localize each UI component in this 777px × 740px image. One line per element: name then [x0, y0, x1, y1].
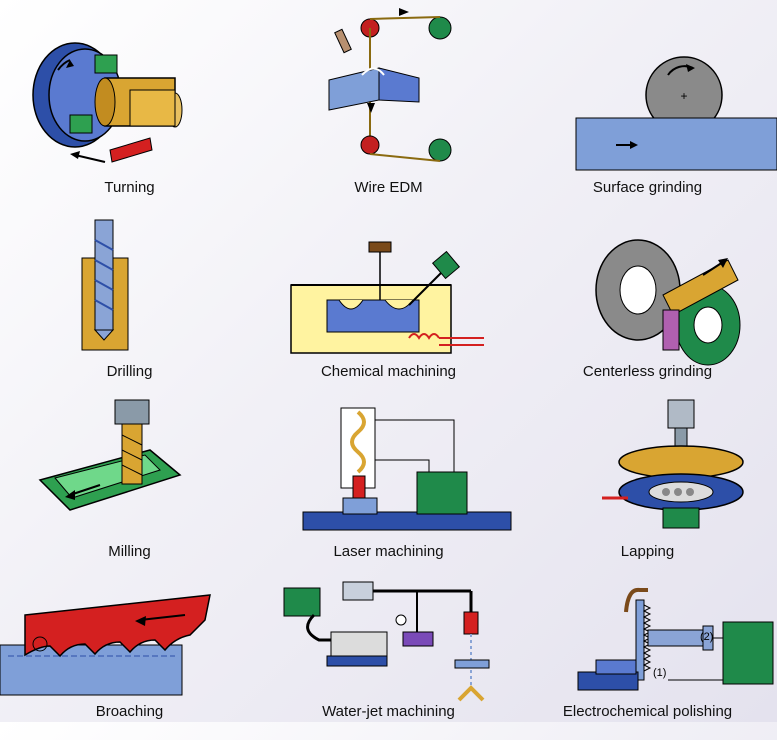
water-jet-machining-panel: Water-jet machining	[259, 560, 518, 740]
process-label: Turning	[104, 179, 155, 196]
process-label: Milling	[108, 543, 151, 560]
process-label: Broaching	[95, 703, 164, 720]
process-label: Water-jet machining	[322, 703, 455, 720]
process-label: Centerless grinding	[582, 363, 713, 380]
process-label: Laser machining	[333, 543, 444, 560]
annotation-2: (2)	[700, 631, 713, 643]
process-label: Lapping	[620, 543, 675, 560]
drilling-illustration	[81, 219, 129, 351]
wire-edm-illustration	[328, 8, 452, 162]
electrochemical-polishing-illustration: (2) (1)	[577, 587, 774, 691]
drilling-panel: Drilling	[0, 200, 259, 380]
turning-illustration	[32, 42, 183, 163]
water-jet-machining-illustration	[283, 581, 490, 702]
process-label: Drilling	[106, 363, 153, 380]
surface-grinding-illustration: +	[575, 56, 777, 171]
laser-machining-illustration	[302, 407, 512, 531]
lapping-illustration	[602, 399, 744, 529]
process-label: Surface grinding	[592, 179, 703, 196]
chemical-machining-panel: Chemical machining	[259, 200, 518, 380]
chemical-machining-illustration	[290, 241, 484, 354]
lapping-panel: Lapping	[518, 380, 777, 560]
process-label: Wire EDM	[354, 179, 423, 196]
electrochemical-polishing-panel: (2) (1) Electrochemical polishing	[518, 560, 777, 740]
wire-edm-panel: Wire EDM	[259, 0, 518, 196]
centerless-grinding-illustration	[595, 239, 741, 366]
laser-machining-panel: Laser machining	[259, 380, 518, 560]
milling-illustration	[38, 399, 182, 511]
surface-grinding-panel: + Surface grinding	[518, 0, 777, 196]
milling-panel: Milling	[0, 380, 259, 560]
broaching-illustration	[0, 594, 211, 696]
centerless-grinding-panel: Centerless grinding	[518, 200, 777, 380]
process-label: Chemical machining	[320, 363, 457, 380]
annotation-1: (1)	[653, 667, 666, 679]
broaching-panel: Broaching	[0, 560, 259, 740]
process-label: Electrochemical polishing	[562, 703, 733, 720]
turning-panel: Turning	[0, 0, 259, 196]
svg-text:+: +	[680, 89, 687, 103]
